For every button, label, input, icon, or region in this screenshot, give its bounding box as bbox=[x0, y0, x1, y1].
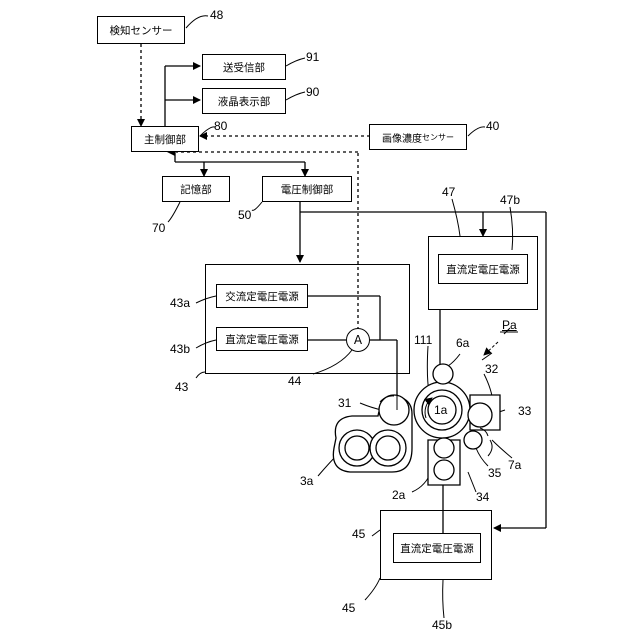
voltage-control-label: 電圧制御部 bbox=[281, 182, 334, 197]
main-control-label: 主制御部 bbox=[144, 132, 186, 147]
ref-35: 35 bbox=[488, 466, 501, 480]
ref-7a: 7a bbox=[508, 458, 521, 472]
ref-43b: 43b bbox=[170, 342, 190, 356]
ac-supply-label: 交流定電圧電源 bbox=[225, 289, 299, 304]
ref-6a: 6a bbox=[456, 336, 469, 350]
dc-supply-47b-label: 直流定電圧電源 bbox=[446, 262, 520, 277]
density-sensor-label-small: センサー bbox=[422, 132, 454, 143]
ref-111: 111 bbox=[414, 333, 432, 347]
ref-32: 32 bbox=[485, 362, 498, 376]
transceiver-box: 送受信部 bbox=[202, 54, 286, 80]
ref-31: 31 bbox=[338, 396, 351, 410]
memory-box: 記憶部 bbox=[162, 176, 230, 202]
detection-sensor-box: 検知センサー bbox=[97, 16, 185, 44]
transceiver-label: 送受信部 bbox=[223, 60, 265, 75]
ref-44: 44 bbox=[288, 374, 301, 388]
dc-supply-45b-box: 直流定電圧電源 bbox=[393, 533, 481, 563]
ref-80: 80 bbox=[214, 119, 227, 133]
lcd-box: 液晶表示部 bbox=[202, 88, 286, 114]
ref-47b: 47b bbox=[500, 193, 520, 207]
ref-45-bottom: 45 bbox=[342, 601, 355, 615]
ref-50: 50 bbox=[238, 208, 251, 222]
ref-45-top: 45 bbox=[352, 527, 365, 541]
ammeter-44: A bbox=[346, 328, 370, 352]
ref-70: 70 bbox=[152, 221, 165, 235]
density-sensor-label: 画像濃度 bbox=[382, 130, 422, 145]
dc-supply-47b-box: 直流定電圧電源 bbox=[438, 254, 528, 284]
detection-sensor-label: 検知センサー bbox=[110, 23, 173, 38]
ref-Pa: Pa bbox=[502, 318, 517, 332]
main-control-box: 主制御部 bbox=[131, 126, 199, 152]
ref-1a: 1a bbox=[434, 403, 447, 417]
ref-43a: 43a bbox=[170, 296, 190, 310]
ref-2a: 2a bbox=[392, 488, 405, 502]
ref-47: 47 bbox=[442, 185, 455, 199]
ref-90: 90 bbox=[306, 85, 319, 99]
ref-3a: 3a bbox=[300, 474, 313, 488]
ref-48: 48 bbox=[210, 8, 223, 22]
ref-45b: 45b bbox=[432, 618, 452, 632]
ref-40: 40 bbox=[486, 119, 499, 133]
ref-91: 91 bbox=[306, 50, 319, 64]
density-sensor-box: 画像濃度センサー bbox=[369, 124, 467, 150]
dc-supply-43b-label: 直流定電圧電源 bbox=[225, 332, 299, 347]
dc-supply-43b-box: 直流定電圧電源 bbox=[216, 327, 308, 351]
ref-33: 33 bbox=[518, 404, 531, 418]
ref-43: 43 bbox=[175, 380, 188, 394]
memory-label: 記憶部 bbox=[180, 182, 212, 197]
lcd-label: 液晶表示部 bbox=[218, 94, 271, 109]
ref-34: 34 bbox=[476, 490, 489, 504]
ammeter-label: A bbox=[354, 333, 362, 347]
dc-supply-45b-label: 直流定電圧電源 bbox=[400, 541, 474, 556]
power-supply-group-43 bbox=[205, 264, 410, 374]
ac-supply-box: 交流定電圧電源 bbox=[216, 284, 308, 308]
voltage-control-box: 電圧制御部 bbox=[262, 176, 352, 202]
